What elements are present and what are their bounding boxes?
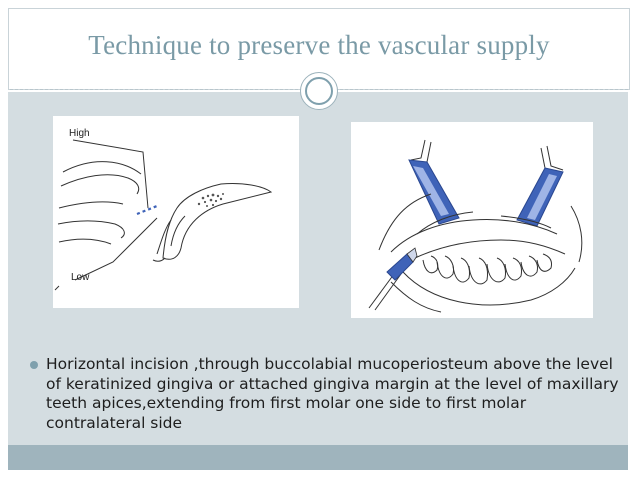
label-high: High: [69, 128, 90, 139]
bullet-text: Horizontal incision ,through buccolabial…: [46, 355, 619, 432]
bullet-item: Horizontal incision ,through buccolabial…: [30, 355, 620, 433]
retraction-illustration: [351, 122, 593, 318]
incision-level-diagram: High Low: [53, 116, 299, 308]
label-low: Low: [71, 272, 90, 283]
bullet-marker: [30, 361, 38, 369]
footer-bar: [8, 445, 628, 470]
divider-circle-ornament: [300, 72, 338, 110]
incision-diagram-drawing: [54, 139, 273, 291]
retraction-drawing: [368, 139, 583, 313]
slide-title: Technique to preserve the vascular suppl…: [88, 30, 550, 60]
bullet-list: Horizontal incision ,through buccolabial…: [30, 355, 620, 433]
divider-circle-inner: [305, 77, 333, 105]
